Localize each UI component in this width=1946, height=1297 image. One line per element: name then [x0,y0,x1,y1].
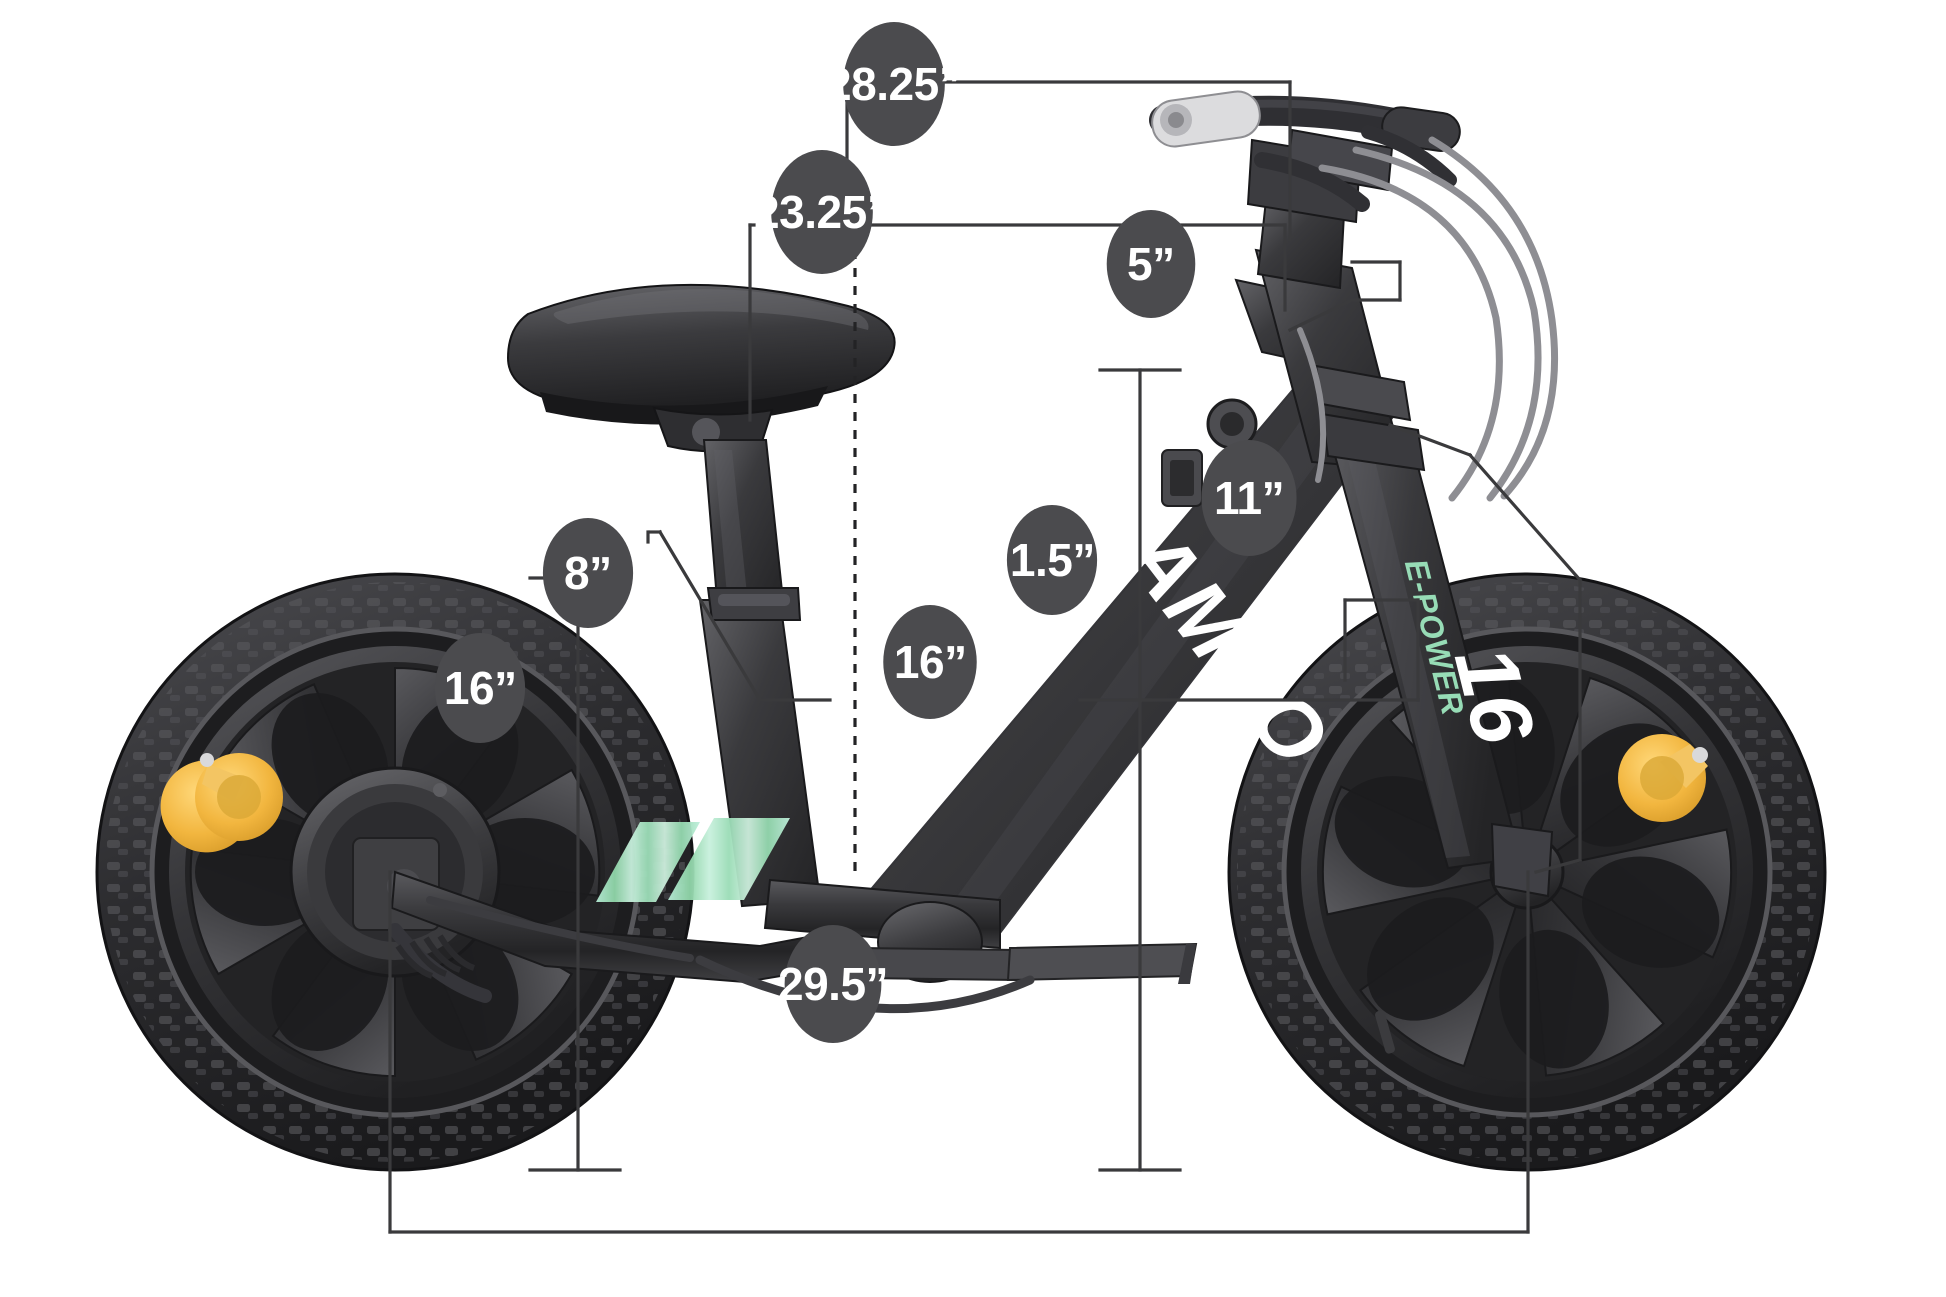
dimension-label: 8” [564,547,612,599]
dimension-label: 11” [1213,472,1285,524]
dimension-label: 16” [443,662,517,714]
front-reflector [1618,734,1708,822]
dimension-label: 23.25” [754,186,890,238]
left-grip [1151,90,1261,148]
dimension-label: 16” [893,636,967,688]
dimension-label: 28.25” [826,58,962,110]
foot-rest [856,942,1198,984]
saddle [506,283,896,621]
dimension-badge-stem-rise: 5” [1106,210,1196,318]
dimension-badge-rear-wheel-diameter: 16” [434,633,526,743]
dimension-label: 5” [1127,238,1175,290]
dimension-label: 29.5” [777,958,889,1010]
rear-reflector [160,753,283,853]
handlebar-assembly [1149,90,1559,502]
dimension-badge-front-wheel-diameter: 16” [883,605,977,719]
dimension-badge-seatpost-insert: 8” [542,518,634,628]
dimension-badge-wheelbase: 29.5” [778,925,889,1043]
dimension-badge-tire-width: 1.5” [1006,505,1098,615]
rear-wheel [95,572,695,1172]
dimension-badge-fork-length: 11” [1201,440,1297,556]
dimension-badge-handlebar-height: 28.25” [826,22,962,146]
mint-stripe-graphic [596,818,790,902]
brake-cables [1318,136,1559,502]
rear-spring [388,923,492,1003]
dimension-label: 1.5” [1009,534,1095,586]
dimension-badge-seat-height: 23.25” [754,150,890,274]
